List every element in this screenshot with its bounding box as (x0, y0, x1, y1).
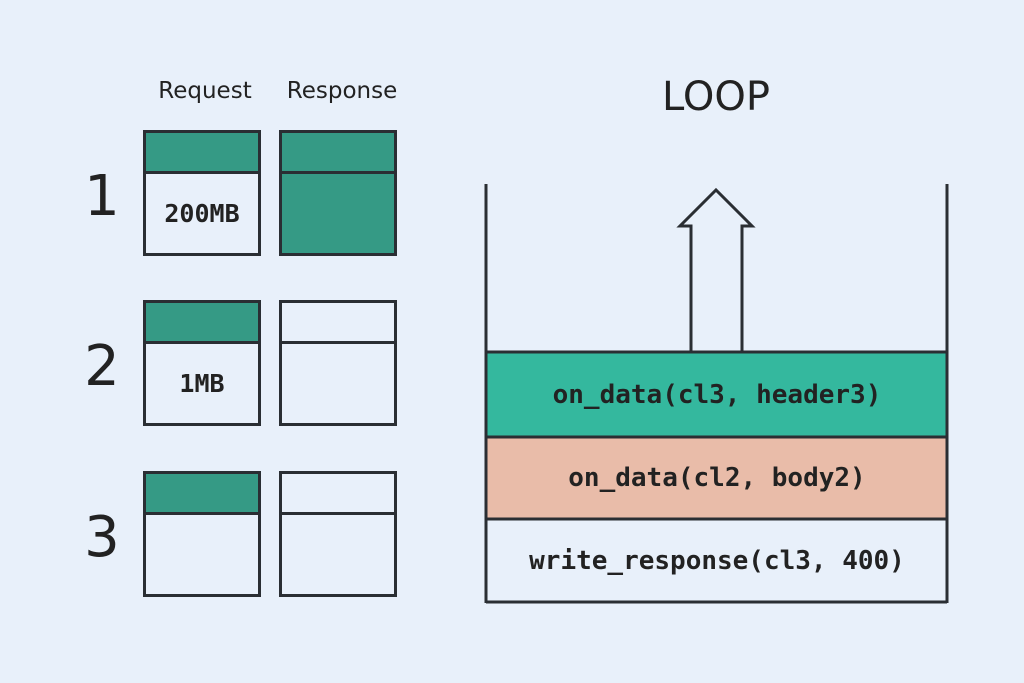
request-box-1: 200MB (143, 130, 261, 256)
response-box-3 (279, 471, 397, 597)
request-body-2: 1MB (179, 369, 225, 398)
row-number-2: 2 (84, 334, 120, 399)
loop-title: LOOP (662, 74, 770, 120)
stack-frame-bottom: write_response(cl3, 400) (486, 519, 948, 603)
request-header-3 (146, 474, 258, 515)
response-box-1 (279, 130, 397, 256)
response-header-2 (282, 303, 394, 344)
row-number-3: 3 (84, 505, 120, 570)
response-header-1 (282, 133, 394, 174)
request-body-1: 200MB (164, 199, 240, 228)
request-box-2: 1MB (143, 300, 261, 426)
response-column-header: Response (286, 78, 398, 104)
stack-frame-middle: on_data(cl2, body2) (486, 437, 948, 519)
row-number-1: 1 (84, 164, 120, 229)
response-box-2 (279, 300, 397, 426)
response-header-3 (282, 474, 394, 515)
up-arrow-icon (676, 187, 756, 354)
request-header-2 (146, 303, 258, 344)
request-box-3 (143, 471, 261, 597)
stack-frame-top: on_data(cl3, header3) (486, 352, 948, 437)
request-header-1 (146, 133, 258, 174)
request-column-header: Request (158, 78, 252, 104)
response-body-1 (282, 174, 394, 253)
